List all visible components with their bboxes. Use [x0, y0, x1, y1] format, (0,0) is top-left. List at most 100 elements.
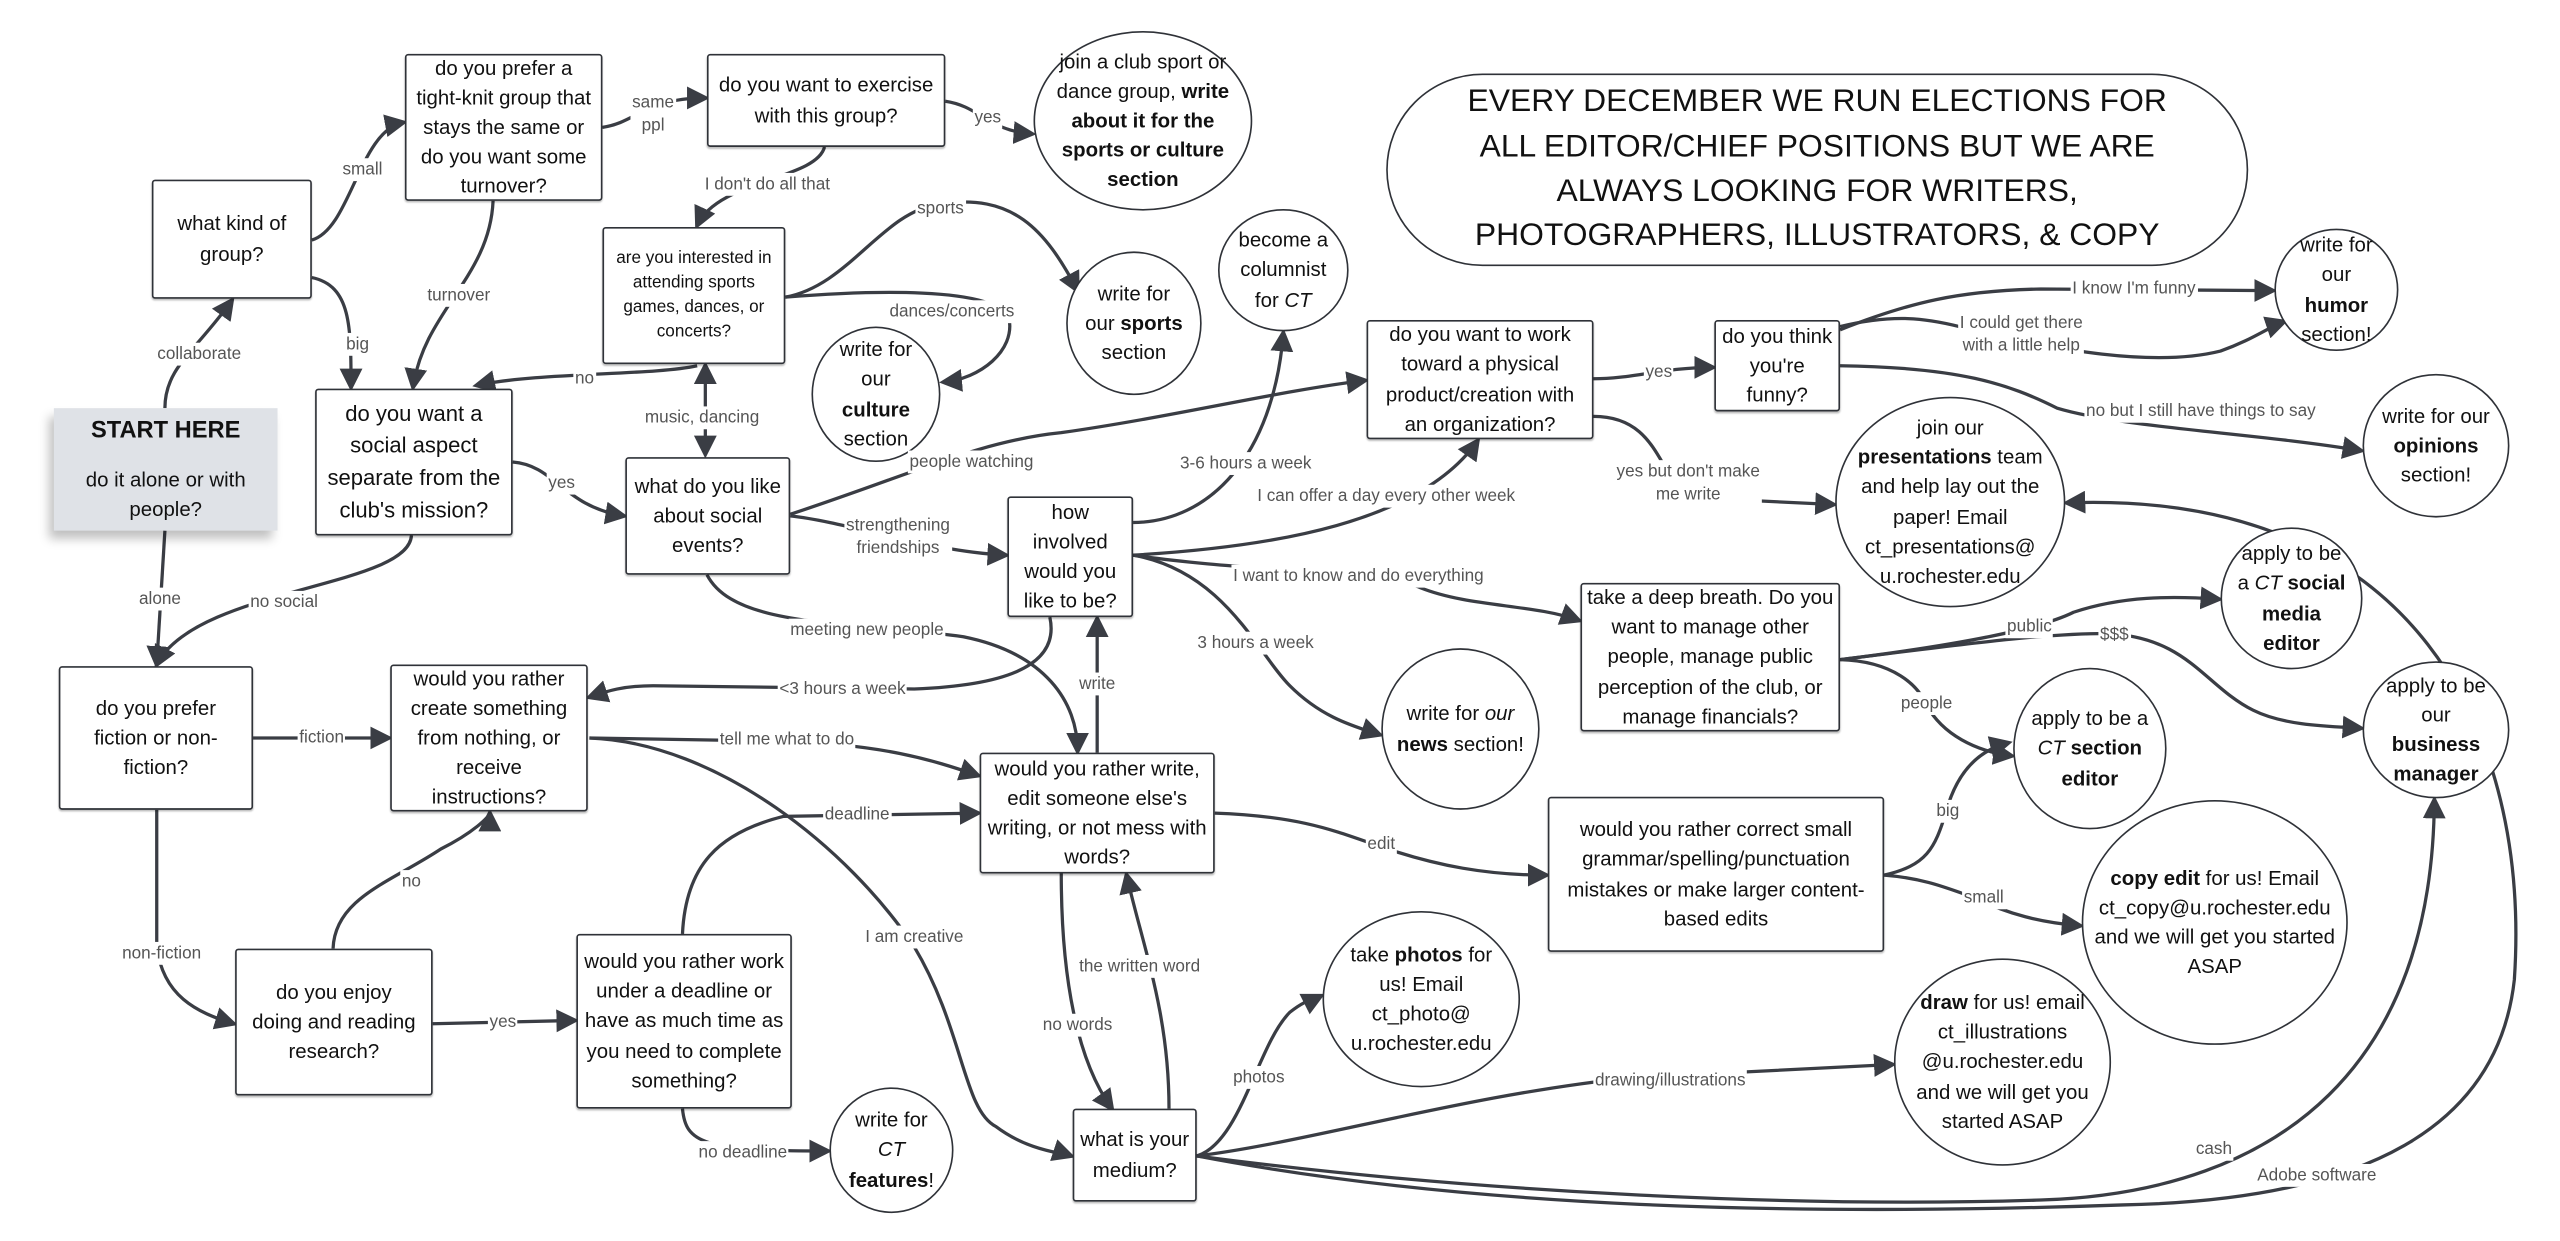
edge-arrow: [589, 736, 1076, 1162]
edge-label: yes: [487, 1010, 518, 1034]
node-text: do you prefer a tight-knit group that st…: [416, 56, 592, 198]
edge-label: no social: [248, 590, 320, 615]
node-business-manager: apply to be our business manager: [2362, 661, 2510, 799]
node-draw: draw for us! email ct_illustrations @u.r…: [1893, 958, 2112, 1166]
node-text: how involved would you like to be?: [1023, 500, 1117, 613]
node-text: are you interested in attending sports g…: [616, 247, 772, 342]
edge-label: I don't do all that: [703, 172, 832, 197]
node-text: take a deep breath. Do you want to manag…: [1587, 586, 1834, 728]
edge-label: public: [2005, 615, 2054, 639]
node-text: copy edit for us! Email ct_copy@u.roches…: [2090, 863, 2340, 981]
edge-label: small: [340, 158, 385, 182]
node-how-involved: how involved would you like to be?: [1007, 496, 1134, 618]
node-text: join our presentations team and help lay…: [1853, 413, 2047, 591]
node-text: section: [843, 427, 909, 451]
edge-label: small: [1962, 886, 2006, 910]
edge-label: big: [344, 332, 371, 357]
node-what-kind-group: what kind of group?: [151, 179, 312, 299]
edge-label: yes: [1643, 360, 1674, 384]
node-fiction: do you prefer fiction or non-fiction?: [58, 666, 254, 810]
edge-label: same ppl: [630, 91, 676, 138]
node-text: features: [848, 1168, 929, 1192]
edge-arrow: [1196, 1054, 1897, 1158]
node-text: section: [1101, 341, 1167, 365]
node-text: for us! Email ct_copy@u.rochester.edu an…: [2094, 866, 2336, 979]
node-text: section!: [1447, 732, 1524, 756]
node-create: would you rather create something from n…: [390, 664, 588, 812]
start-title: START HERE: [90, 417, 241, 444]
edge-label: the written word: [1077, 954, 1202, 979]
edge-label: alone: [137, 587, 183, 611]
edge-label: no: [400, 870, 423, 894]
node-text: join a club sport or dance group,: [1056, 50, 1227, 103]
edge-label: non-fiction: [120, 941, 203, 966]
node-text: take: [1350, 943, 1395, 967]
edge-label: I want to know and do everything: [1231, 564, 1486, 588]
node-photos: take photos for us! Email ct_photo@ u.ro…: [1322, 911, 1521, 1088]
node-copy-edit: copy edit for us! Email ct_copy@u.roches…: [2081, 800, 2348, 1045]
node-text: section!: [2301, 322, 2372, 346]
edge-label: yes: [546, 471, 577, 495]
node-text: would you rather work under a deadline o…: [584, 950, 784, 1092]
edge-arrow: [1132, 437, 1481, 557]
edge-label: sports: [915, 197, 966, 221]
node-text: opinions: [2393, 434, 2479, 458]
node-text: apply to be a: [2031, 707, 2149, 731]
edge-label: no words: [1041, 1013, 1114, 1037]
node-text: apply to be our business manager: [2377, 671, 2495, 789]
node-text: news: [1396, 732, 1448, 756]
node-text: write for: [855, 1109, 928, 1132]
edge-arrow: [1059, 873, 1115, 1113]
node-text: would you rather correct small grammar/s…: [1567, 818, 1865, 931]
node-text: draw: [1920, 991, 1968, 1015]
edge-arrow: [1196, 993, 1325, 1158]
edge-arrow: [585, 616, 1053, 703]
node-presentations: join our presentations team and help lay…: [1835, 396, 2066, 608]
node-text: apply to be our: [2386, 673, 2486, 727]
node-text: humor: [2304, 293, 2369, 316]
node-opinions: write for our opinions section!: [2362, 373, 2510, 518]
node-text: write for our opinions section!: [2377, 401, 2495, 490]
node-text: what do you like about social events?: [634, 474, 781, 557]
edge-label: dances/concerts: [887, 300, 1016, 324]
node-text: do you enjoy doing and reading research?: [252, 980, 416, 1063]
edge-label: deadline: [823, 803, 892, 827]
node-text: join our: [1916, 416, 1984, 440]
node-text: section!: [2400, 463, 2472, 487]
edge-label: meeting new people: [788, 618, 946, 642]
edge-label: I know I'm funny: [2070, 277, 2198, 301]
node-sports-interest: are you interested in attending sports g…: [602, 226, 786, 365]
node-text: write for our humor section!: [2289, 231, 2384, 349]
node-text: photos: [1394, 943, 1463, 967]
node-news: write for our news section!: [1381, 648, 1540, 810]
edge-label: Adobe software: [2255, 1163, 2379, 1188]
edge-label: fiction: [297, 726, 346, 750]
edge-arrow: [311, 275, 363, 392]
node-write-sports: write for our sports section: [1066, 251, 1202, 396]
node-text: do you think you're funny?: [1722, 324, 1833, 407]
node-text: write for our: [1085, 282, 1171, 335]
edge-label: no but I still have things to say: [2084, 399, 2318, 424]
node-exercise: do you want to exercise with this group?: [706, 53, 946, 147]
elections-banner: EVERY DECEMBER WE RUN ELECTIONS FOR ALL …: [1386, 73, 2249, 267]
node-humor: write for our humor section!: [2274, 228, 2399, 352]
node-text: become a columnist for: [1238, 229, 1329, 312]
node-text: CT: [877, 1138, 906, 1162]
edge-label: 3 hours a week: [1195, 631, 1316, 655]
node-text: become a columnist for CT: [1233, 226, 1334, 315]
node-text: do you want to work toward a physical pr…: [1385, 323, 1575, 436]
node-text: section editor: [2061, 737, 2143, 790]
node-social-aspect: do you want a social aspect separate fro…: [315, 388, 513, 536]
node-text: write for our: [2300, 233, 2373, 287]
node-text: business manager: [2391, 733, 2481, 786]
node-correct-small: would you rather correct small grammar/s…: [1547, 796, 1885, 952]
node-text: do you want a social aspect separate fro…: [327, 401, 501, 522]
edge-label: I could get there with a little help: [1958, 311, 2085, 358]
node-text: would you rather write, edit someone els…: [987, 757, 1207, 869]
edge-label: 3-6 hours a week: [1178, 452, 1314, 476]
node-text: apply to be a CT social media editor: [2235, 539, 2348, 657]
node-text: CT: [1284, 288, 1312, 312]
edge-label: big: [1934, 799, 1961, 824]
